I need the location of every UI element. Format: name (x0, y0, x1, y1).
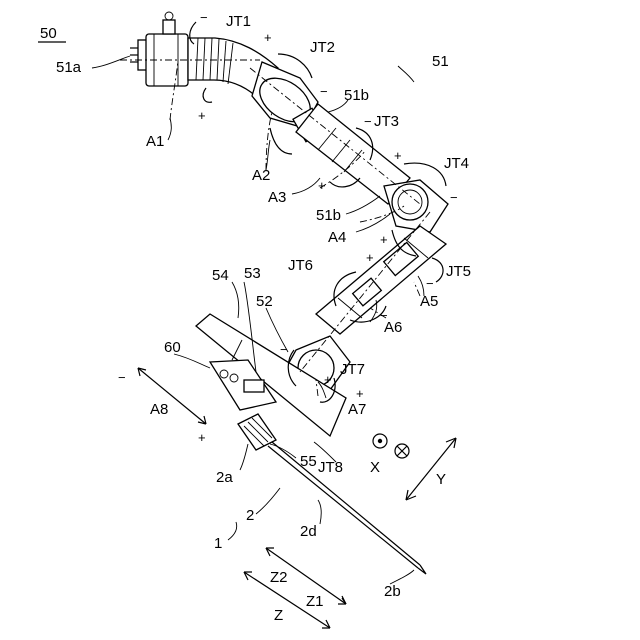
label-54: 54 (212, 267, 229, 284)
label-jt8: JT8 (318, 459, 343, 476)
sign-marker: + (264, 30, 272, 45)
label-x: X (370, 459, 380, 476)
sign-marker: + (394, 148, 402, 163)
label-a2: A2 (252, 167, 270, 184)
arm-joint-4 (384, 180, 448, 232)
label-2d: 2d (300, 523, 317, 540)
label-jt6: JT6 (288, 257, 313, 274)
label-53: 53 (244, 265, 261, 282)
label-1: 1 (214, 535, 222, 552)
label-a6: A6 (384, 319, 402, 336)
jt1-arrow-bottom (203, 88, 212, 102)
figure-number: 50 (40, 25, 57, 42)
label-a8: A8 (150, 401, 168, 418)
label-a4: A4 (328, 229, 346, 246)
label-z: Z (274, 607, 283, 624)
sign-marker: − (200, 10, 208, 25)
sign-marker: + (324, 372, 332, 387)
label-y: Y (436, 471, 446, 488)
sign-marker: + (366, 250, 374, 265)
sign-marker: + (318, 178, 326, 193)
label-51b-low: 51b (316, 207, 341, 224)
leader-lines (92, 56, 424, 584)
sign-marker: − (320, 84, 328, 99)
jt5-arrow-lower (432, 258, 443, 282)
label-jt3: JT3 (374, 113, 399, 130)
sign-marker: + (380, 232, 388, 247)
sign-marker: − (364, 114, 372, 129)
label-51a: 51a (56, 59, 82, 76)
instrument-base (238, 414, 276, 450)
label-2b: 2b (384, 583, 401, 600)
sign-marker: − (118, 370, 126, 385)
instrument-shaft (268, 442, 426, 574)
sign-marker: + (356, 386, 364, 401)
label-jt7: JT7 (340, 361, 365, 378)
label-jt5: JT5 (446, 263, 471, 280)
label-51: 51 (432, 53, 449, 70)
label-2a: 2a (216, 469, 233, 486)
label-z2: Z2 (270, 569, 288, 586)
label-55: 55 (300, 453, 317, 470)
x-direction-symbols (373, 434, 409, 458)
label-a7: A7 (348, 401, 366, 418)
arm-base (130, 12, 188, 86)
label-jt2: JT2 (310, 39, 335, 56)
label-60: 60 (164, 339, 181, 356)
label-a1: A1 (146, 133, 164, 150)
label-51b-top: 51b (344, 87, 369, 104)
label-jt4: JT4 (444, 155, 469, 172)
label-z1: Z1 (306, 593, 324, 610)
sign-marker: + (198, 108, 206, 123)
sign-marker: − (426, 276, 434, 291)
a8-arrow (138, 368, 206, 424)
sign-marker: − (450, 190, 458, 205)
z-arrows (244, 548, 346, 628)
label-a5: A5 (420, 293, 438, 310)
label-a3: A3 (268, 189, 286, 206)
label-52: 52 (256, 293, 273, 310)
sign-marker: − (280, 342, 288, 357)
y-arrow (406, 438, 456, 500)
sign-marker: + (198, 430, 206, 445)
jt2-arrow-lower (270, 128, 292, 154)
label-jt1: JT1 (226, 13, 251, 30)
label-2: 2 (246, 507, 254, 524)
